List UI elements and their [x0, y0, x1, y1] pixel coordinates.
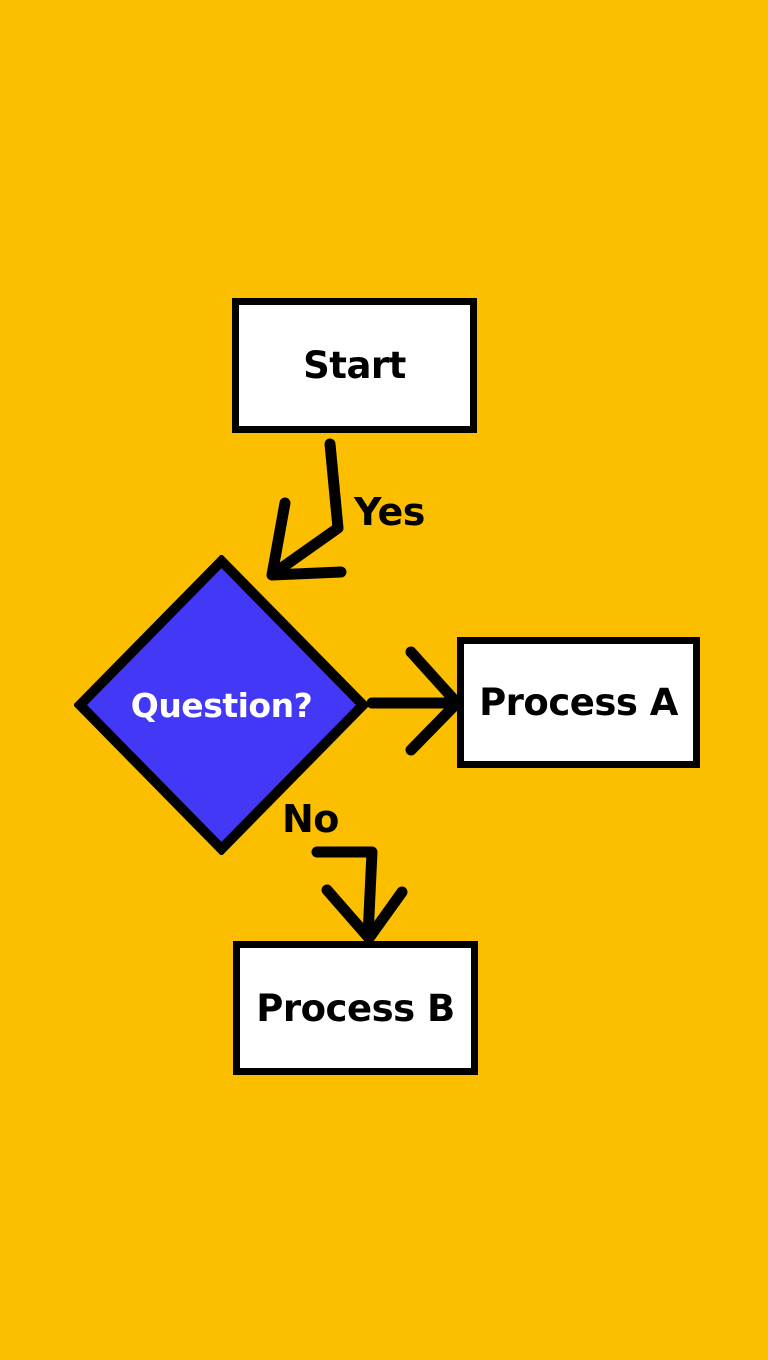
- edge-decision-to-process-b: [311, 846, 408, 944]
- node-process-a[interactable]: Process A: [457, 637, 700, 768]
- node-process-b-label: Process B: [256, 986, 455, 1030]
- edge-start-to-decision: [266, 438, 347, 581]
- node-process-b[interactable]: Process B: [233, 941, 478, 1075]
- diamond-shape: [74, 555, 369, 855]
- edge-label-no: No: [282, 797, 339, 841]
- node-decision-label: Question?: [130, 685, 313, 725]
- node-process-a-label: Process A: [479, 681, 678, 724]
- edge-decision-to-process-a: [366, 646, 463, 756]
- node-start-label: Start: [303, 344, 406, 387]
- node-decision[interactable]: Question?: [74, 555, 369, 855]
- node-start[interactable]: Start: [232, 298, 477, 433]
- edge-label-yes: Yes: [354, 490, 425, 534]
